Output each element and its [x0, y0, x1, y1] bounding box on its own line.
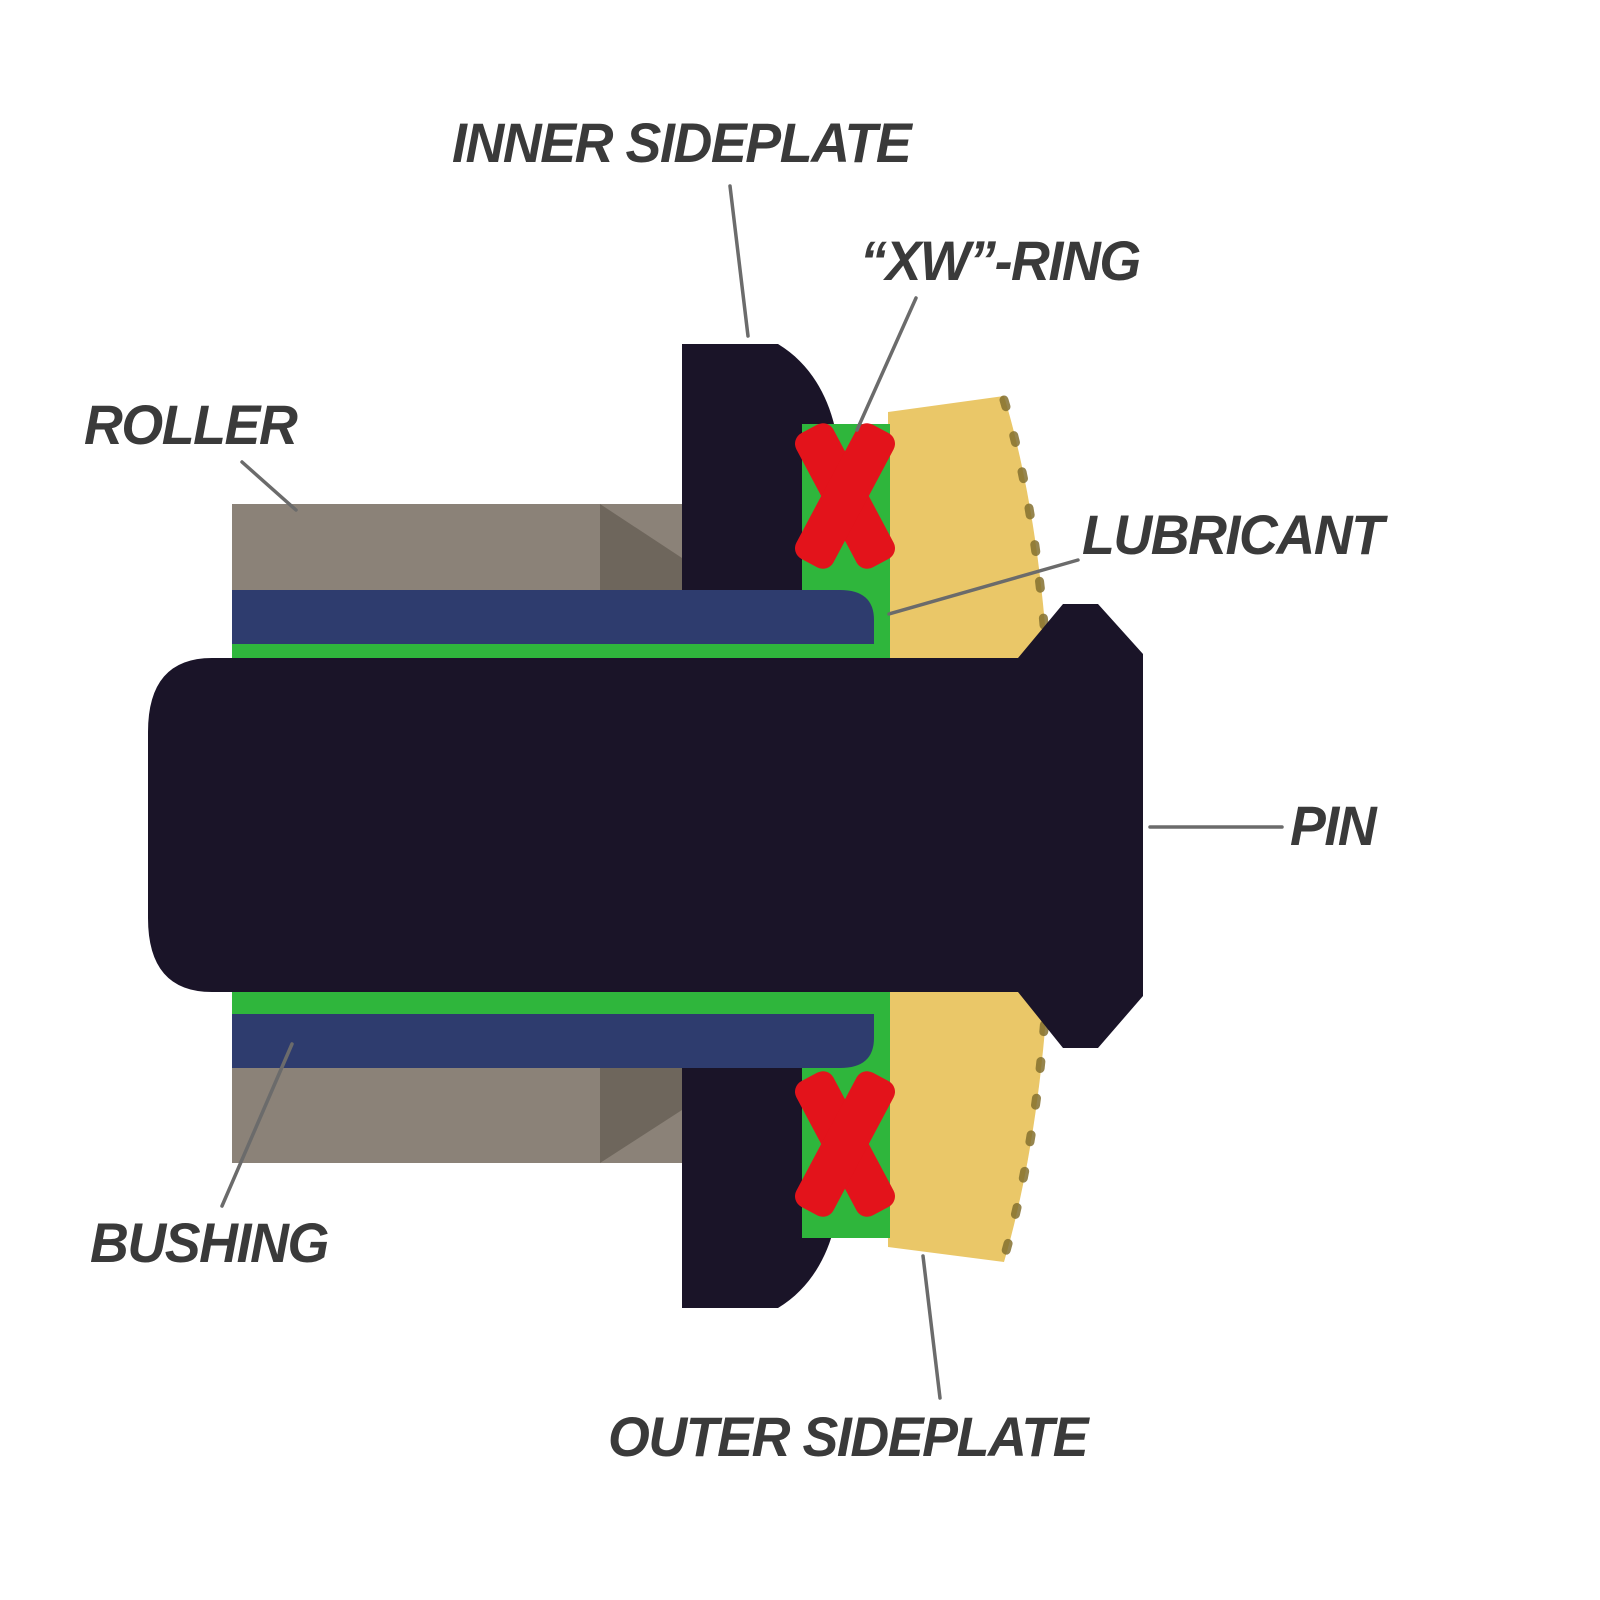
label-inner-sideplate: INNER SIDEPLATE	[452, 111, 912, 174]
label-xw-ring: “XW”-RING	[860, 229, 1141, 292]
leader-line-bushing	[220, 1042, 294, 1208]
bushing-bottom-shape	[232, 1012, 874, 1068]
leader-lines	[220, 184, 1284, 1400]
leader-line-xw-ring	[855, 296, 918, 432]
leader-line-outer-sideplate	[921, 1254, 942, 1400]
leader-line-lubricant	[887, 558, 1080, 616]
label-lubricant: LUBRICANT	[1082, 503, 1384, 566]
xw-ring-bottom	[795, 1071, 895, 1217]
lubricant-film-bottom	[232, 990, 890, 1014]
pin-shape	[148, 604, 1143, 1048]
label-roller: ROLLER	[84, 393, 298, 456]
roller-bottom-facet	[600, 1058, 682, 1163]
label-outer-sideplate: OUTER SIDEPLATE	[608, 1405, 1089, 1468]
bushing-top-shape	[232, 590, 874, 646]
leader-line-inner-sideplate	[728, 184, 750, 338]
label-bushing: BUSHING	[90, 1211, 329, 1274]
leader-line-roller	[240, 460, 298, 512]
xw-ring-top	[795, 423, 895, 569]
label-pin: PIN	[1290, 794, 1377, 857]
roller-top-facet	[600, 504, 682, 604]
